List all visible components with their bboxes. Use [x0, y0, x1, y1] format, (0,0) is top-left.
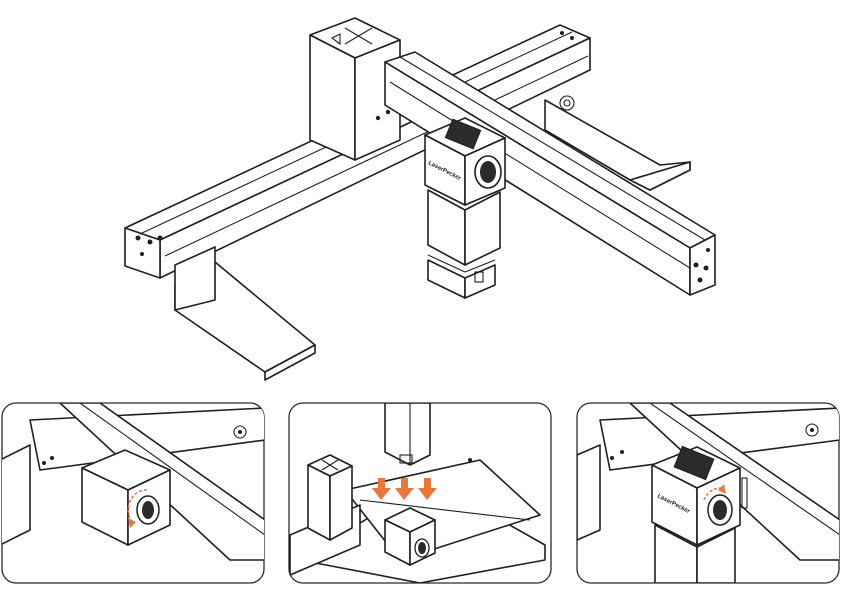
main-assembly: LaserPecker	[124, 17, 716, 381]
step-panel-2	[288, 402, 552, 584]
laser-module: LaserPecker	[424, 117, 506, 299]
down-arrow-icon	[372, 478, 437, 500]
rotate-arrow-icon	[127, 489, 149, 523]
knob-icon	[474, 155, 502, 189]
step-panel-3: LaserPecker	[576, 402, 840, 584]
knob-icon	[414, 538, 430, 558]
knob-icon	[136, 495, 160, 525]
knob-icon	[707, 494, 733, 526]
right-foot	[544, 95, 691, 191]
step-panel-1	[1, 402, 265, 584]
